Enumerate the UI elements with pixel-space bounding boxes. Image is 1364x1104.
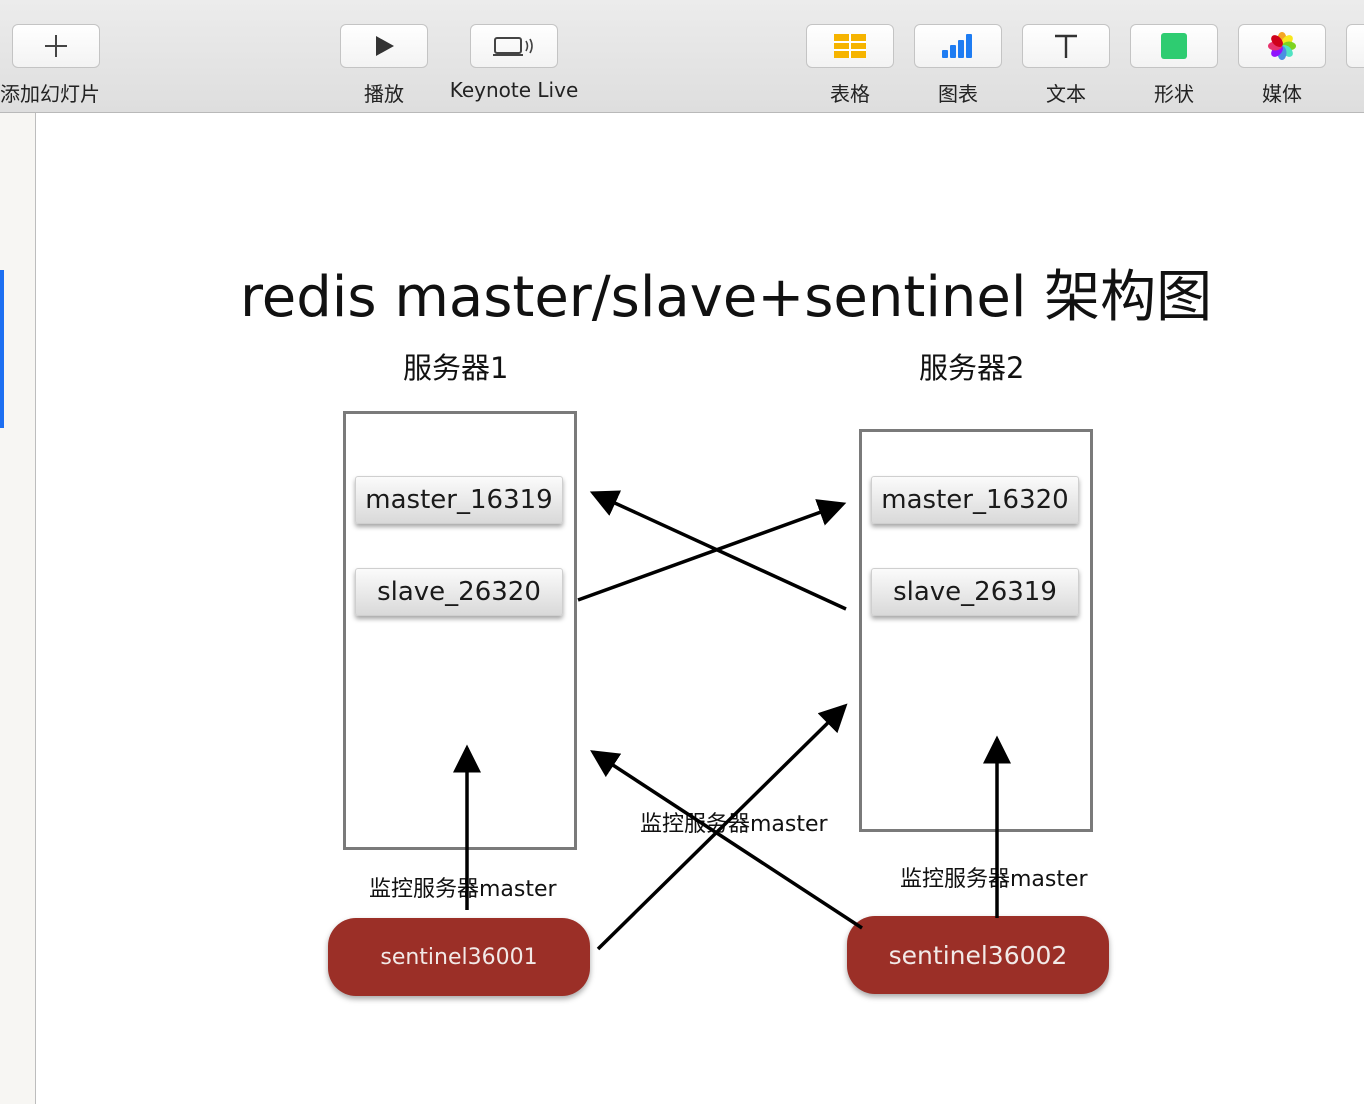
table-control[interactable]: 表格: [806, 24, 916, 110]
server1-label[interactable]: 服务器1: [403, 351, 509, 385]
shape-label: 形状: [1154, 82, 1194, 106]
chart-label: 图表: [938, 82, 978, 106]
keynote-live-icon: [493, 37, 533, 56]
monitor-label-left[interactable]: 监控服务器master: [369, 877, 557, 902]
keynote-live-label: Keynote Live: [449, 78, 579, 102]
keynote-live-button[interactable]: [470, 24, 558, 68]
server2-slave-node[interactable]: slave_26319: [871, 568, 1079, 616]
media-control[interactable]: 媒体: [1238, 24, 1348, 110]
add-slide-label: 添加幻灯片: [0, 82, 100, 106]
text-button[interactable]: [1022, 24, 1110, 68]
sentinel2-node[interactable]: sentinel36002: [847, 916, 1109, 994]
text-control[interactable]: 文本: [1022, 24, 1132, 110]
plus-icon: [45, 35, 67, 57]
shape-control[interactable]: 形状: [1130, 24, 1240, 110]
play-control[interactable]: 播放: [340, 24, 450, 110]
chart-button[interactable]: [914, 24, 1002, 68]
keynote-live-control[interactable]: Keynote Live: [450, 24, 580, 110]
monitor-label-right[interactable]: 监控服务器master: [900, 867, 1088, 892]
server1-box[interactable]: [343, 411, 577, 850]
shape-icon: [1161, 33, 1187, 59]
server2-master-node[interactable]: master_16320: [871, 476, 1079, 524]
monitor-label-center[interactable]: 监控服务器master: [640, 812, 828, 837]
chart-control[interactable]: 图表: [914, 24, 1024, 110]
toolbar: 添加幻灯片 播放 Keynote Live: [0, 0, 1364, 113]
photos-icon: [1268, 32, 1296, 60]
media-button[interactable]: [1238, 24, 1326, 68]
server2-box[interactable]: [859, 429, 1093, 832]
table-label: 表格: [830, 82, 870, 106]
text-icon: [1055, 34, 1077, 58]
server2-label[interactable]: 服务器2: [919, 351, 1025, 385]
sentinel1-node[interactable]: sentinel36001: [328, 918, 590, 996]
chart-icon: [942, 34, 972, 58]
slide-title[interactable]: redis master/slave+sentinel 架构图: [240, 265, 1213, 330]
overflow-button-partial[interactable]: [1346, 24, 1364, 68]
server1-master-node[interactable]: master_16319: [355, 476, 563, 524]
shape-button[interactable]: [1130, 24, 1218, 68]
add-slide-button[interactable]: [12, 24, 100, 68]
selected-slide-indicator: [0, 270, 4, 428]
server1-slave-node[interactable]: slave_26320: [355, 568, 563, 616]
play-label: 播放: [364, 82, 404, 106]
play-button[interactable]: [340, 24, 428, 68]
add-slide-control[interactable]: 添加幻灯片: [0, 24, 122, 110]
text-label: 文本: [1046, 82, 1086, 106]
slide-navigator-edge[interactable]: [0, 113, 36, 1104]
table-icon: [834, 34, 866, 58]
media-label: 媒体: [1262, 82, 1302, 106]
table-button[interactable]: [806, 24, 894, 68]
play-icon: [376, 36, 394, 56]
